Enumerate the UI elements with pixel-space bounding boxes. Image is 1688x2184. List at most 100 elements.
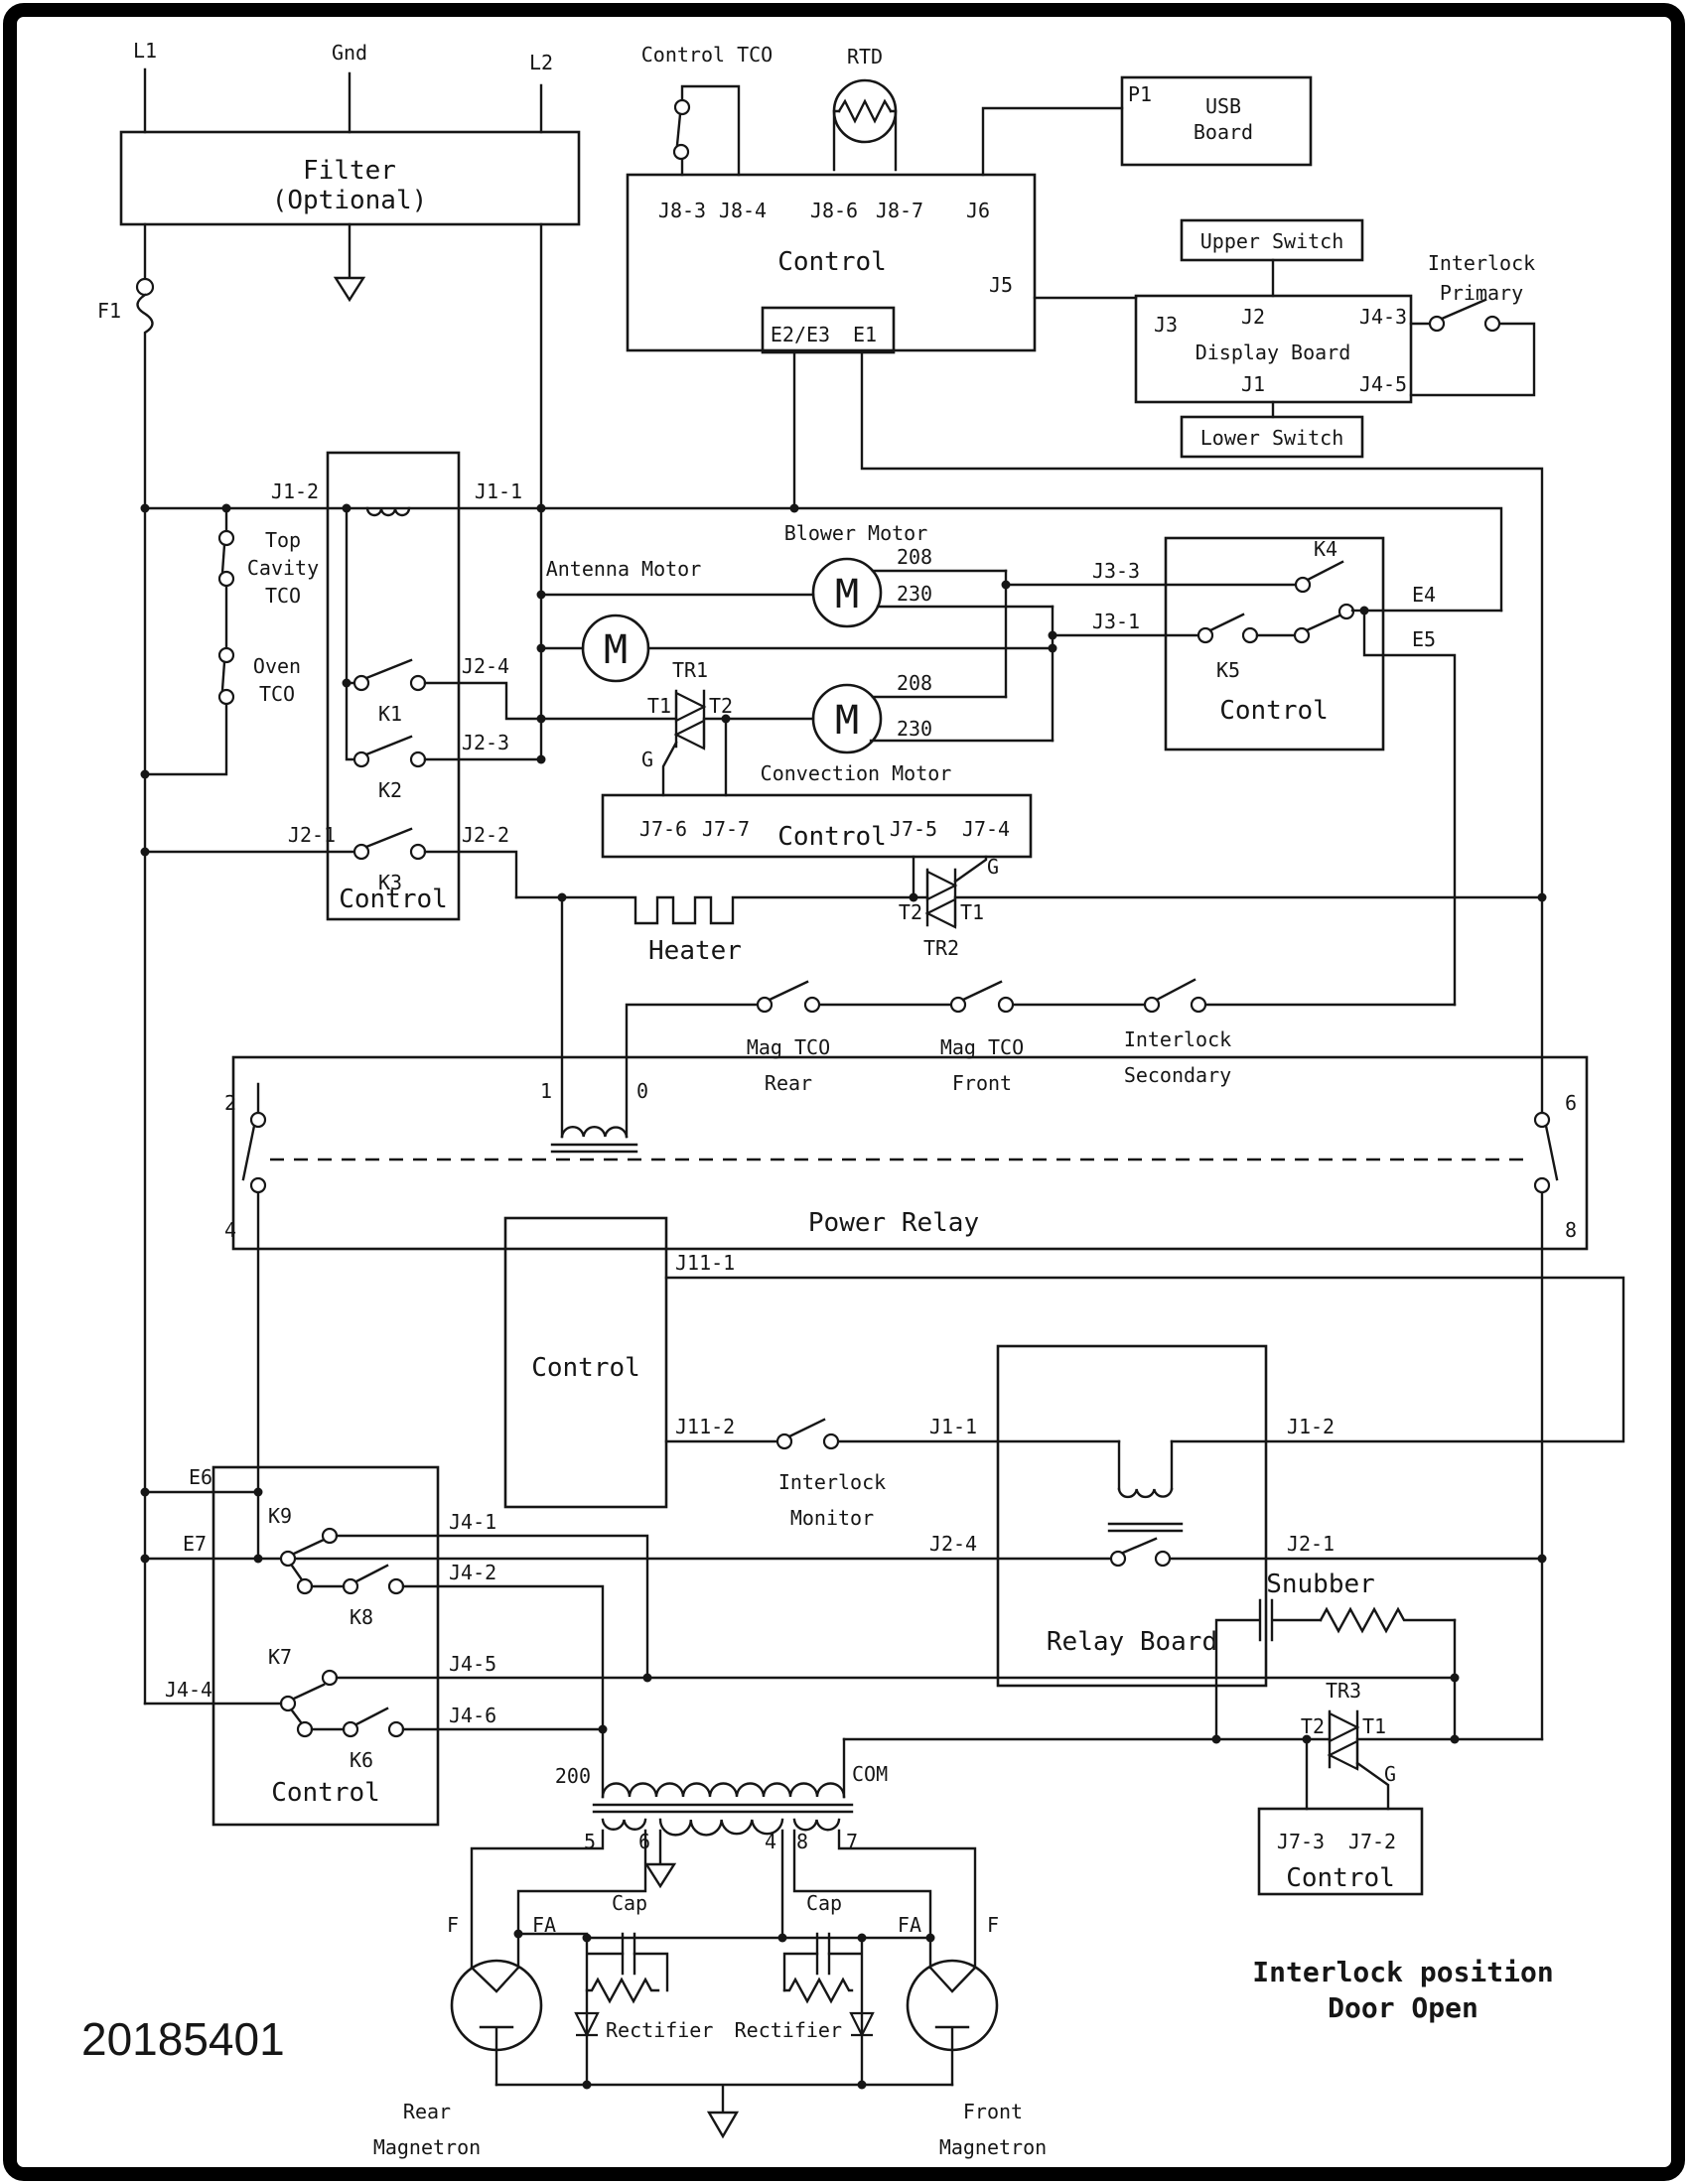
control-k69-title: Control — [271, 1778, 380, 1808]
lower-switch-box — [1180, 415, 1364, 459]
rectifier-rear-label: Rectifier — [606, 2018, 713, 2042]
control-lower: Control J11-1 J11-2 Interlock Monitor J1… — [293, 1216, 1625, 1688]
j4-6-label: J4-6 — [449, 1704, 496, 1727]
mag-tco-rear-contact — [803, 996, 821, 1014]
rtd-label: RTD — [847, 45, 883, 68]
j2-label: J2 — [1241, 305, 1265, 329]
blower-motor-label: Blower Motor — [784, 521, 928, 545]
mains-filter: L1 Gnd L2 Filter (Optional) F1 — [97, 39, 581, 1706]
tr3-t1-label: T1 — [1362, 1714, 1386, 1738]
xfmr-4-label: 4 — [765, 1830, 776, 1853]
rtd-symbol — [832, 78, 898, 144]
tr3-t2-label: T2 — [1301, 1714, 1325, 1738]
oven-tco-label-2: TCO — [259, 682, 295, 706]
j3-1-label: J3-1 — [1092, 610, 1140, 633]
tr2-t2-label: T2 — [899, 900, 922, 924]
k1-label: K1 — [378, 702, 402, 726]
rb-j2-4-label: J2-4 — [929, 1532, 977, 1556]
interlock-secondary-label-2: Secondary — [1124, 1063, 1231, 1087]
k8-contact — [387, 1577, 405, 1595]
j11-1-label: J11-1 — [675, 1251, 735, 1275]
l1-label: L1 — [133, 39, 157, 63]
power-relay-contact-8 — [1533, 1176, 1551, 1194]
mag-tco-front-label-1: Mag TCO — [940, 1035, 1024, 1059]
power-relay-8-label: 8 — [1565, 1218, 1577, 1242]
ground-symbol-bottom — [706, 2111, 740, 2139]
interlock-monitor-label-1: Interlock — [778, 1470, 886, 1494]
tr1-t1-label: T1 — [647, 694, 671, 718]
blower-230-label: 230 — [897, 582, 932, 606]
k8-contact — [296, 1577, 314, 1595]
j1-1-label: J1-1 — [475, 479, 522, 503]
display-board: Upper Switch J2 J3 Display Board J1 J4-3… — [1134, 218, 1536, 459]
e2e3-label: E2/E3 — [771, 323, 830, 346]
control-main: Control Control TCO J8-3 J8-4 RTD J8-6 J… — [626, 43, 1544, 1741]
heater-tr2: Heater T2 T1 TR2 G — [514, 855, 1544, 966]
xfmr-com-label: COM — [852, 1762, 888, 1786]
j4-3-label: J4-3 — [1359, 305, 1407, 329]
page-border — [3, 3, 1685, 2181]
rb-j1-2-label: J1-2 — [1287, 1415, 1335, 1438]
j7-5-label: J7-5 — [890, 817, 937, 841]
k1-contact — [352, 674, 370, 692]
k7-label: K7 — [268, 1645, 292, 1669]
interlock-monitor-contact — [822, 1433, 840, 1450]
j4-1-label: J4-1 — [449, 1510, 496, 1534]
k1-contact — [409, 674, 427, 692]
control-main-title: Control — [777, 247, 887, 277]
p1-label: P1 — [1128, 82, 1152, 106]
control-tr3-box — [1257, 1807, 1424, 1896]
top-cavity-tco-label-1: Top — [265, 528, 301, 552]
e4-label: E4 — [1412, 583, 1436, 607]
relay-coil — [365, 506, 411, 517]
k6-label: K6 — [350, 1748, 373, 1772]
control-mid: Control J7-6 J7-7 J7-5 J7-4 — [601, 717, 1033, 899]
control-lower-box — [503, 1216, 668, 1509]
blower-208-label: 208 — [897, 545, 932, 569]
j3-label: J3 — [1154, 313, 1178, 337]
tr1-label: TR1 — [672, 658, 708, 682]
k8-label: K8 — [350, 1605, 373, 1629]
power-relay-contact-2 — [249, 1111, 267, 1129]
xfmr-primary — [601, 1782, 846, 1799]
control-tco-contact — [673, 98, 691, 116]
relay-control: Control J1-2 J1-1 Top Cavity TCO Oven TC… — [143, 451, 1503, 921]
filter-label-1: Filter — [303, 156, 396, 186]
mag-tco-rear-label-2: Rear — [765, 1071, 812, 1095]
j4-2-label: J4-2 — [449, 1561, 496, 1584]
j8-7-label: J8-7 — [876, 199, 923, 222]
conv-208-label: 208 — [897, 671, 932, 695]
fuse-contact — [135, 277, 155, 297]
power-relay: Power Relay 1 0 2 4 6 8 — [224, 895, 1589, 1561]
rb-j2-1-label: J2-1 — [1287, 1532, 1335, 1556]
control-tco-label: Control TCO — [641, 43, 773, 67]
k7-contact — [321, 1669, 339, 1687]
control-mid-title: Control — [777, 822, 887, 852]
power-relay-coil — [560, 1125, 629, 1139]
k5-contact — [1293, 626, 1311, 644]
magnetrons: F FA FA F Cap Rectifier Cap Rectifier Re… — [373, 1891, 1047, 2159]
front-magnetron-label-1: Front — [963, 2100, 1023, 2123]
rectifier-front-label: Rectifier — [735, 2018, 842, 2042]
top-cavity-tco-label-2: Cavity — [247, 556, 319, 580]
oven-tco-contact — [217, 688, 235, 706]
upper-switch-label: Upper Switch — [1200, 229, 1344, 253]
relay-control-box — [326, 451, 461, 921]
usb-label-1: USB — [1205, 94, 1241, 118]
k9-contact — [279, 1550, 297, 1568]
note-line-1: Interlock position — [1252, 1956, 1553, 1988]
interlock-primary-contact — [1428, 315, 1446, 333]
j4-5-label: J4-5 — [1359, 372, 1407, 396]
antenna-motor-label: Antenna Motor — [546, 557, 702, 581]
k6-contact — [296, 1720, 314, 1738]
j2-2-label: J2-2 — [462, 823, 509, 847]
e6-label: E6 — [189, 1465, 212, 1489]
xfmr-7-label: 7 — [846, 1830, 858, 1853]
interlock-secondary-contact — [1190, 996, 1207, 1014]
power-relay-contact-4 — [249, 1176, 267, 1194]
power-relay-pin0-label: 0 — [636, 1079, 648, 1103]
snubber-label: Snubber — [1266, 1570, 1375, 1599]
power-relay-pin1-label: 1 — [540, 1079, 552, 1103]
rear-magnetron-label-2: Magnetron — [373, 2135, 481, 2159]
